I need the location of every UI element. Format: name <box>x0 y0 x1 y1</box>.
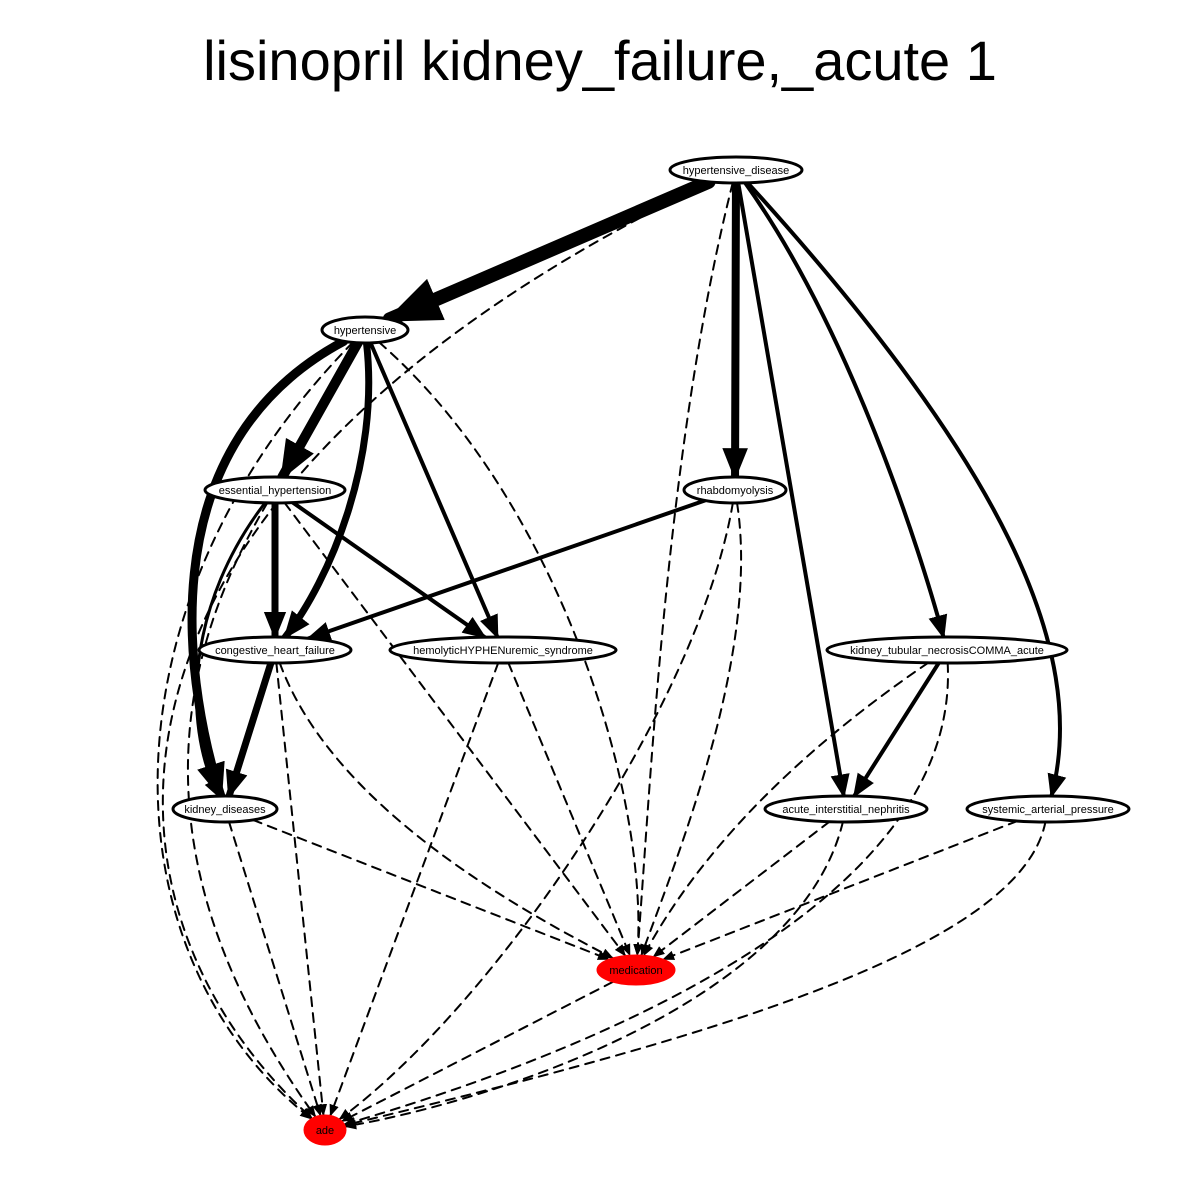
edge-congestive_heart_failure-to-ade <box>275 661 328 1117</box>
node-label: hypertensive <box>334 325 396 337</box>
edge-hypertensive_disease-to-ade <box>161 181 712 1120</box>
node-label: medication <box>609 965 662 977</box>
node-congestive_heart_failure[interactable]: congestive_heart_failure <box>197 635 353 665</box>
node-systemic_arterial_pressure[interactable]: systemic_arterial_pressure <box>965 794 1131 824</box>
edge-hypertensive-to-congestive_heart_failure <box>281 339 373 641</box>
node-shape <box>763 794 929 824</box>
edge-essential_hypertension-to-hemolyticHYPHENuremic_syndrome <box>290 500 487 640</box>
node-hypertensive[interactable]: hypertensive <box>320 315 410 345</box>
node-shape <box>388 635 618 665</box>
edge-hypertensive-to-essential_hypertension <box>277 337 363 483</box>
node-shape <box>303 1114 347 1146</box>
node-label: kidney_tubular_necrosisCOMMA_acute <box>850 645 1044 657</box>
edge-congestive_heart_failure-to-kidney_diseases <box>225 659 275 800</box>
node-shape <box>965 794 1131 824</box>
edge-medication-to-ade <box>340 981 614 1123</box>
node-label: rhabdomyolysis <box>697 485 774 497</box>
node-kidney_diseases[interactable]: kidney_diseases <box>171 794 279 824</box>
edge-systemic_arterial_pressure-to-medication <box>662 820 1019 961</box>
node-label: systemic_arterial_pressure <box>982 804 1113 816</box>
edge-rhabdomyolysis-to-ade <box>338 501 734 1121</box>
node-hypertensive_disease[interactable]: hypertensive_disease <box>668 155 804 185</box>
edge-hypertensive_disease-to-acute_interstitial_nephritis <box>736 180 850 799</box>
node-label: hemolyticHYPHENuremic_syndrome <box>413 645 593 657</box>
edge-systemic_arterial_pressure-to-ade <box>343 820 1047 1128</box>
edge-acute_interstitial_nephritis-to-medication <box>652 820 831 958</box>
node-kidney_tubular_necrosisCOMMA_acute[interactable]: kidney_tubular_necrosisCOMMA_acute <box>825 635 1069 665</box>
edge-essential_hypertension-to-kidney_diseases <box>195 501 267 798</box>
edge-hypertensive_disease-to-kidney_tubular_necrosisCOMMA_acute <box>743 180 948 640</box>
node-shape <box>320 315 410 345</box>
edge-hypertensive_disease-to-systemic_arterial_pressure <box>745 180 1067 799</box>
node-ade[interactable]: ade <box>303 1114 347 1146</box>
edge-rhabdomyolysis-to-congestive_heart_failure <box>306 498 707 641</box>
node-shape <box>682 475 788 505</box>
node-label: kidney_diseases <box>184 804 266 816</box>
node-label: hypertensive_disease <box>683 165 789 177</box>
node-label: acute_interstitial_nephritis <box>782 804 910 816</box>
node-acute_interstitial_nephritis[interactable]: acute_interstitial_nephritis <box>763 794 929 824</box>
edge-kidney_tubular_necrosisCOMMA_acute-to-acute_interstitial_nephritis <box>852 660 941 799</box>
edge-rhabdomyolysis-to-medication <box>640 501 743 957</box>
edge-hypertensive-to-kidney_diseases <box>187 336 349 801</box>
node-shape <box>668 155 804 185</box>
edge-hypertensive-to-hemolyticHYPHENuremic_syndrome <box>368 340 500 640</box>
node-rhabdomyolysis[interactable]: rhabdomyolysis <box>682 475 788 505</box>
diagram-title: lisinopril kidney_failure,_acute 1 <box>203 29 997 92</box>
node-hemolyticHYPHENuremic_syndrome[interactable]: hemolyticHYPHENuremic_syndrome <box>388 635 618 665</box>
edge-kidney_tubular_necrosisCOMMA_acute-to-ade <box>343 662 949 1126</box>
node-shape <box>197 635 353 665</box>
node-label: congestive_heart_failure <box>215 645 335 657</box>
edge-hypertensive_disease-to-medication <box>633 181 734 957</box>
nodes-layer: hypertensive_disease hypertensive essentia… <box>171 155 1131 1146</box>
edge-essential_hypertension-to-ade <box>186 501 317 1118</box>
edge-acute_interstitial_nephritis-to-ade <box>344 820 844 1130</box>
node-label: essential_hypertension <box>219 485 332 497</box>
node-shape <box>596 954 676 986</box>
node-medication[interactable]: medication <box>596 954 676 986</box>
edge-essential_hypertension-to-medication <box>283 501 627 957</box>
edge-hemolyticHYPHENuremic_syndrome-to-ade <box>329 661 500 1117</box>
edge-kidney_diseases-to-medication <box>251 818 610 961</box>
edge-hemolyticHYPHENuremic_syndrome-to-medication <box>507 661 631 957</box>
edge-hypertensive_disease-to-hypertensive <box>382 174 716 327</box>
node-label: ade <box>316 1125 334 1137</box>
node-shape <box>825 635 1069 665</box>
edge-hypertensive-to-ade <box>156 341 354 1120</box>
edge-congestive_heart_failure-to-medication <box>278 661 614 959</box>
node-shape <box>203 475 347 505</box>
edge-hypertensive_disease-to-rhabdomyolysis <box>722 179 748 481</box>
node-shape <box>171 794 279 824</box>
edge-kidney_diseases-to-ade <box>228 820 322 1117</box>
node-essential_hypertension[interactable]: essential_hypertension <box>203 475 347 505</box>
